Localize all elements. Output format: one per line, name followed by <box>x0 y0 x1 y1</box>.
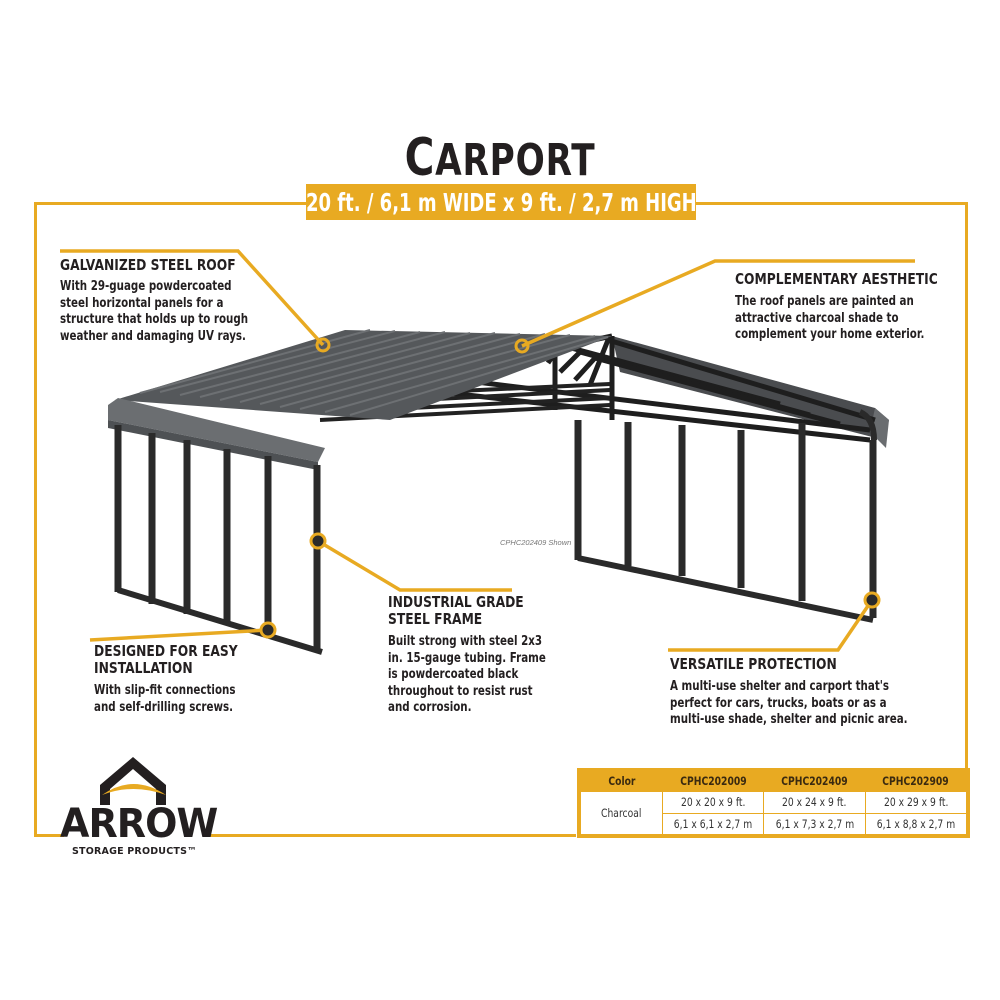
feature-body: With slip-fit connections and self-drill… <box>94 683 235 716</box>
feature-line: With 29-guage powdercoated <box>60 279 232 294</box>
left-roof <box>108 329 612 470</box>
feature-heading-line: INDUSTRIAL GRADE <box>388 593 524 611</box>
feature-line: Built strong with steel 2x3 <box>388 634 543 649</box>
feature-heading: GALVANIZED STEEL ROOF <box>60 256 236 274</box>
callout-lines <box>60 249 915 652</box>
column-header: Color <box>580 771 663 792</box>
marker-frame <box>309 532 327 550</box>
table-cell: 20 x 29 x 9 ft. <box>864 791 968 814</box>
table-row: 6,1 x 6,1 x 2,7 m 6,1 x 7,3 x 2,7 m 6,1 … <box>581 812 968 835</box>
column-header: CPHC202909 <box>865 771 967 792</box>
marker-installation <box>259 621 277 639</box>
callout-markers <box>259 337 881 639</box>
feature-line: structure that holds up to rough <box>60 312 249 327</box>
dimensions-banner: 20 ft. / 6,1 m WIDE x 9 ft. / 2,7 m HIGH <box>306 184 696 220</box>
logo-wordmark: ARROW <box>60 801 218 847</box>
table-cell: 6,1 x 7,3 x 2,7 m <box>763 812 866 835</box>
feature-line: A multi-use shelter and carport that's <box>670 679 890 694</box>
page-title: CARPORT <box>110 128 890 188</box>
feature-heading-line: STEEL FRAME <box>388 610 483 628</box>
left-base-rail <box>117 587 323 655</box>
feature-line: With slip-fit connections <box>94 683 236 698</box>
table-cell: 6,1 x 6,1 x 2,7 m <box>661 812 765 835</box>
feature-line: attractive charcoal shade to <box>735 310 899 326</box>
table-row: Charcoal 20 x 20 x 9 ft. 20 x 24 x 9 ft.… <box>580 791 968 835</box>
feature-heading: VERSATILE PROTECTION <box>670 655 837 673</box>
marker-roof <box>315 337 331 353</box>
feature-body: Built strong with steel 2x3 in. 15-gauge… <box>388 634 546 717</box>
spec-table: Color CPHC202009 CPHC202409 CPHC202909 C… <box>577 768 970 838</box>
feature-line: multi-use shade, shelter and picnic area… <box>670 712 908 727</box>
table-cell: 20 x 24 x 9 ft. <box>763 791 866 814</box>
feature-galvanized-roof: GALVANIZED STEEL ROOF With 29-guage powd… <box>60 256 301 345</box>
feature-line: weather and damaging UV rays. <box>60 328 246 344</box>
feature-body: A multi-use shelter and carport that's p… <box>670 679 908 729</box>
feature-industrial-frame: INDUSTRIAL GRADE STEEL FRAME Built stron… <box>388 594 590 717</box>
feature-line: The roof panels are painted an <box>735 294 914 309</box>
right-posts <box>574 420 877 618</box>
feature-line: is powdercoated black <box>388 667 519 682</box>
dimensions-text: 20 ft. / 6,1 m WIDE x 9 ft. / 2,7 m HIGH <box>305 187 697 217</box>
table-cell: 6,1 x 8,8 x 2,7 m <box>864 812 968 835</box>
frame-bottom-left <box>34 834 64 837</box>
feature-line: and corrosion. <box>388 700 472 715</box>
feature-line: steel horizontal panels for a <box>60 295 224 311</box>
table-header-row: Color CPHC202009 CPHC202409 CPHC202909 <box>580 771 967 792</box>
feature-heading-line: INSTALLATION <box>94 659 193 677</box>
feature-line: complement your home exterior. <box>735 327 925 342</box>
feature-line: throughout to resist rust <box>388 683 533 699</box>
left-posts <box>114 425 321 650</box>
feature-heading-line: DESIGNED FOR EASY <box>94 642 238 660</box>
spec-table-grid: Color CPHC202009 CPHC202409 CPHC202909 C… <box>580 771 968 835</box>
title-initial: C <box>404 128 436 188</box>
column-header: CPHC202409 <box>763 771 866 792</box>
feature-line: in. 15-gauge tubing. Frame <box>388 650 546 666</box>
frame-bottom-right <box>204 834 576 837</box>
feature-heading: DESIGNED FOR EASY INSTALLATION <box>94 643 243 677</box>
feature-heading: INDUSTRIAL GRADE STEEL FRAME <box>388 594 554 628</box>
column-header: CPHC202009 <box>662 771 764 792</box>
table-cell: 20 x 20 x 9 ft. <box>661 791 765 814</box>
arrow-logo: ARROW STORAGE PRODUCTS™ <box>58 755 218 857</box>
feature-easy-installation: DESIGNED FOR EASY INSTALLATION With slip… <box>94 643 275 716</box>
image-caption: CPHC202409 Shown <box>500 538 572 547</box>
marker-versatile <box>863 591 881 609</box>
feature-body: With 29-guage powdercoated steel horizon… <box>60 279 248 345</box>
feature-complementary-aesthetic: COMPLEMENTARY AESTHETIC The roof panels … <box>735 270 982 344</box>
logo-subtitle: STORAGE PRODUCTS™ <box>72 846 197 857</box>
right-base-rail <box>577 555 874 623</box>
feature-line: perfect for cars, trucks, boats or as a <box>670 695 887 711</box>
house-roof-icon <box>100 757 166 805</box>
marker-aesthetic <box>514 338 530 354</box>
feature-versatile-protection: VERSATILE PROTECTION A multi-use shelter… <box>670 655 975 729</box>
feature-body: The roof panels are painted an attractiv… <box>735 294 928 344</box>
feature-line: and self-drilling screws. <box>94 699 234 715</box>
title-rest: ARPORT <box>435 135 596 186</box>
color-cell: Charcoal <box>580 791 663 835</box>
feature-heading: COMPLEMENTARY AESTHETIC <box>735 270 938 288</box>
